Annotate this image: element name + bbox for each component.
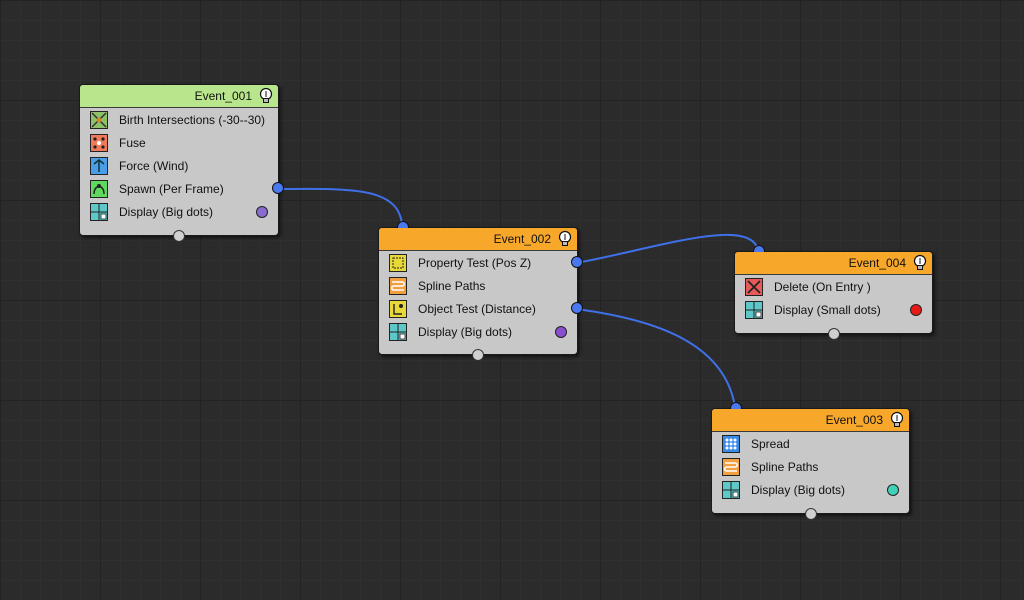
operator-row[interactable]: Spread	[712, 432, 909, 455]
event-node-001[interactable]: Event_001 Birth Intersections (-30--30) …	[79, 84, 284, 242]
bottom-port[interactable]	[804, 508, 817, 520]
operator-label: Display (Big dots)	[751, 482, 846, 497]
operator-label: Spline Paths	[751, 459, 819, 474]
lightbulb-icon[interactable]	[912, 254, 928, 272]
operator-row[interactable]: Force (Wind)	[80, 154, 278, 177]
operator-label: Display (Big dots)	[119, 204, 214, 219]
node-title: Event_003	[825, 413, 883, 427]
operator-row[interactable]: Spline Paths	[379, 274, 577, 297]
bottom-port[interactable]	[173, 230, 185, 242]
output-port[interactable]	[571, 256, 583, 268]
operator-row[interactable]: Fuse	[80, 131, 278, 154]
event-node-003[interactable]: Event_003 Spread Spline Paths Di	[711, 402, 910, 520]
node-header[interactable]: Event_003	[712, 409, 909, 432]
operator-label: Fuse	[119, 135, 146, 150]
display-icon	[389, 322, 407, 341]
force-icon	[90, 156, 108, 175]
operator-label: Display (Small dots)	[774, 302, 881, 317]
node-header[interactable]: Event_001	[80, 85, 278, 108]
node-title: Event_002	[493, 232, 551, 246]
operator-label: Spawn (Per Frame)	[119, 181, 224, 196]
output-port[interactable]	[272, 182, 284, 194]
display-color-swatch[interactable]	[256, 206, 268, 218]
property-test-icon	[389, 253, 407, 272]
spline-paths-icon	[389, 276, 407, 295]
bottom-port[interactable]	[827, 328, 840, 340]
node-header[interactable]: Event_002	[379, 228, 577, 251]
operator-label: Birth Intersections (-30--30)	[119, 112, 266, 127]
object-test-icon	[389, 299, 407, 318]
operator-label: Display (Big dots)	[418, 324, 513, 339]
operator-row[interactable]: Display (Big dots)	[379, 320, 577, 343]
display-color-swatch[interactable]	[555, 326, 567, 338]
lightbulb-icon[interactable]	[889, 411, 905, 429]
display-color-swatch[interactable]	[887, 484, 899, 496]
event-node-004[interactable]: Event_004 Delete (On Entry ) Display (Sm…	[734, 245, 933, 340]
operator-row[interactable]: Display (Big dots)	[80, 200, 278, 223]
operator-row[interactable]: Delete (On Entry )	[735, 275, 932, 298]
display-color-swatch[interactable]	[910, 304, 922, 316]
operator-row[interactable]: Display (Small dots)	[735, 298, 932, 321]
wire-event001-to-event002[interactable]	[276, 187, 403, 227]
display-icon	[90, 202, 108, 221]
operator-label: Spline Paths	[418, 278, 486, 293]
fuse-icon	[90, 133, 108, 152]
operator-row[interactable]: Spline Paths	[712, 455, 909, 478]
node-title: Event_001	[194, 89, 252, 103]
operator-label: Delete (On Entry )	[774, 279, 871, 294]
operator-label: Spread	[751, 436, 790, 451]
operator-row[interactable]: Spawn (Per Frame)	[80, 177, 284, 200]
bottom-port[interactable]	[472, 349, 484, 361]
wire-event002-to-event003[interactable]	[575, 308, 736, 408]
birth-intersections-icon	[90, 110, 108, 129]
wire-event002-to-event004[interactable]	[575, 233, 759, 264]
operator-label: Property Test (Pos Z)	[418, 255, 532, 270]
operator-label: Object Test (Distance)	[418, 301, 536, 316]
spread-icon	[722, 434, 740, 453]
operator-row[interactable]: Birth Intersections (-30--30)	[80, 108, 278, 131]
spline-paths-icon	[722, 457, 740, 476]
operator-row[interactable]: Property Test (Pos Z)	[379, 251, 583, 274]
lightbulb-icon[interactable]	[258, 87, 274, 105]
node-title: Event_004	[848, 256, 906, 270]
delete-icon	[745, 277, 763, 296]
operator-label: Force (Wind)	[119, 158, 189, 173]
display-icon	[722, 480, 740, 499]
output-port[interactable]	[571, 302, 583, 314]
node-header[interactable]: Event_004	[735, 252, 932, 275]
event-node-002[interactable]: Event_002 Property Test (Pos Z) Spline P…	[378, 221, 583, 361]
lightbulb-icon[interactable]	[557, 230, 573, 248]
display-icon	[745, 300, 763, 319]
spawn-icon	[90, 179, 108, 198]
operator-row[interactable]: Display (Big dots)	[712, 478, 909, 501]
operator-row[interactable]: Object Test (Distance)	[379, 297, 583, 320]
